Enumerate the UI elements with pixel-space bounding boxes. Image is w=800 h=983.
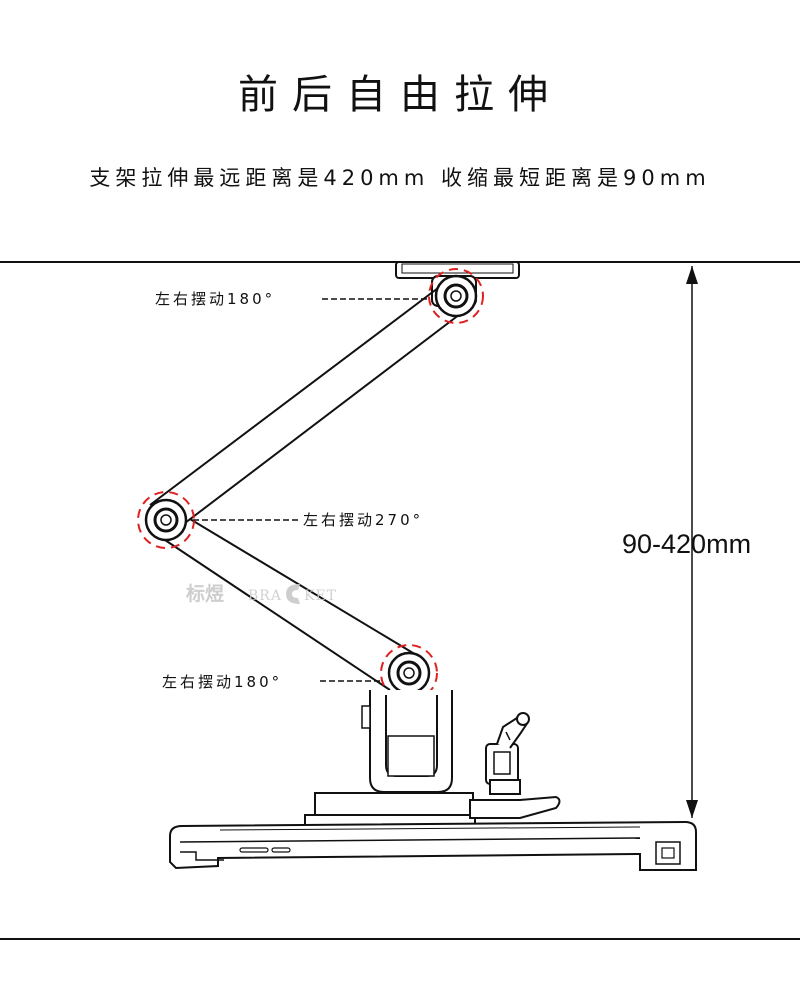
page-subtitle: 支架拉伸最远距离是420mm 收缩最短距离是90mm	[89, 166, 711, 190]
key-icon	[496, 712, 530, 749]
bottom-joint	[380, 644, 438, 702]
label-bottom-joint: 左右摆动180°	[162, 673, 282, 691]
middle-joint	[137, 491, 195, 549]
top-joint	[428, 268, 484, 324]
watermark-en-prefix: BRA	[248, 588, 282, 604]
bottom-divider	[0, 938, 800, 940]
watermark-logo: 标煜 BRA KET	[186, 583, 337, 605]
watermark-mark-icon	[286, 584, 300, 604]
page-title: 前后自由拉伸	[238, 72, 562, 118]
upper-arm	[149, 284, 469, 524]
label-top-joint: 左右摆动180°	[155, 290, 275, 308]
dimension-label: 90-420mm	[622, 529, 751, 559]
lock-icon	[485, 743, 521, 795]
clamp-rail	[169, 820, 697, 871]
height-dimension	[686, 266, 698, 818]
swivel-yoke	[361, 690, 453, 793]
watermark-en-suffix: KET	[304, 588, 337, 604]
watermark-cn: 标煜	[186, 583, 224, 605]
lower-arm	[164, 518, 419, 691]
label-middle-joint: 左右摆动270°	[303, 511, 423, 529]
